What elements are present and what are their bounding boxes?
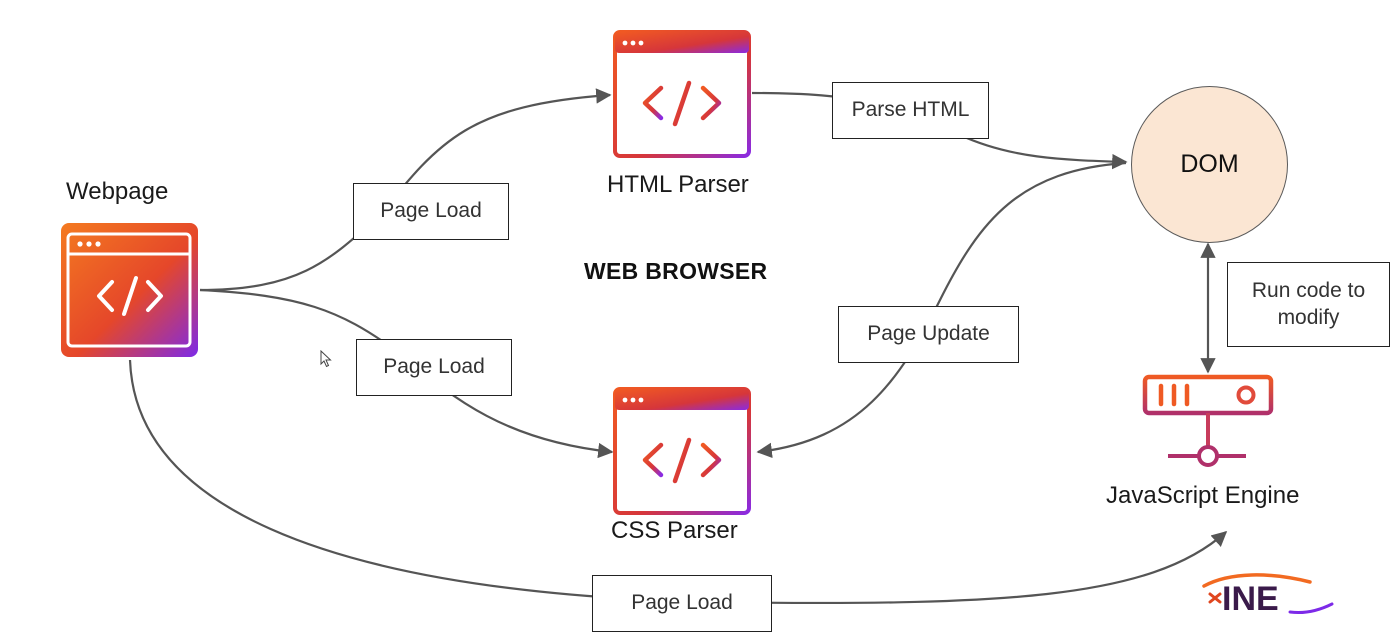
dom-label: DOM (1180, 150, 1239, 178)
css-parser-code-window-icon (613, 387, 751, 515)
parse-html-label: Parse HTML (832, 82, 989, 139)
mouse-cursor-icon (320, 350, 332, 368)
webpage-label: Webpage (66, 178, 169, 205)
web-browser-title: WEB BROWSER (584, 258, 768, 284)
css-parser-label: CSS Parser (611, 517, 738, 544)
page-update-label: Page Update (838, 306, 1019, 363)
edge-page-update-to-css-parser (756, 161, 1127, 459)
page-load-label-js: Page Load (592, 575, 772, 632)
html-parser-code-window-icon (613, 30, 751, 158)
page-load-label-css: Page Load (356, 339, 512, 396)
js-engine-server-icon (1142, 374, 1274, 467)
dom-node: DOM (1131, 86, 1288, 243)
html-parser-label: HTML Parser (607, 171, 749, 198)
ine-logo: INE (1202, 573, 1334, 616)
run-code-label: Run code to modify (1227, 262, 1390, 347)
js-engine-label: JavaScript Engine (1106, 482, 1300, 509)
page-load-label-html: Page Load (353, 183, 509, 240)
webpage-code-window-icon (61, 223, 198, 357)
ine-logo-text: INE (1222, 580, 1279, 616)
